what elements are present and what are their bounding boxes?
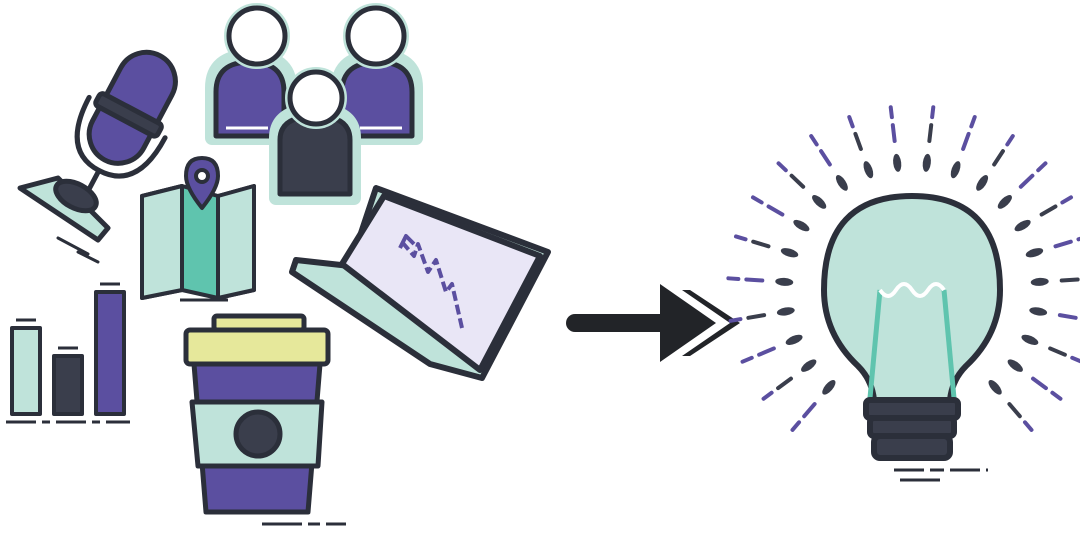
ray-outer [819, 149, 832, 167]
people-group-icon [205, 3, 423, 205]
light-bulb-icon [726, 105, 1080, 482]
ray-tip [930, 105, 936, 120]
ray-inner [780, 248, 799, 258]
bar-chart-icon [6, 282, 130, 424]
ray-inner [793, 219, 810, 232]
ray-inner [1007, 359, 1023, 372]
ray-tip [969, 115, 977, 129]
ray-inner [997, 195, 1012, 209]
ray-inner [1025, 248, 1044, 258]
ray-tip [809, 134, 819, 147]
map-pin-icon [140, 156, 256, 302]
ray-outer [992, 149, 1005, 167]
ray-outer [1007, 402, 1022, 419]
ray-outer [1053, 239, 1073, 249]
light-rays [726, 105, 1080, 432]
ray-inner [1021, 334, 1039, 345]
ray-outer [751, 239, 771, 249]
ray-outer [1059, 277, 1080, 283]
ray-inner [893, 153, 902, 172]
ray-outer [1048, 346, 1067, 357]
ray-outer [927, 123, 934, 144]
ray-tip [740, 355, 754, 364]
ray-outer [757, 346, 776, 357]
ray-tip [750, 195, 764, 205]
arrow-right-icon [566, 284, 740, 362]
ray-inner [835, 175, 848, 191]
ray-outer [1031, 376, 1048, 391]
ray-tip [847, 115, 855, 129]
ray-inner [976, 175, 989, 191]
ray-inner [863, 161, 874, 179]
ray-outer [789, 173, 806, 189]
ray-inner [922, 153, 931, 172]
ray-outer [1018, 173, 1035, 189]
ray-inner [1030, 277, 1049, 286]
ray-inner [1029, 307, 1048, 316]
ray-inner [988, 380, 1002, 395]
ray-tip [776, 161, 788, 173]
ray-inner [776, 307, 795, 316]
ray-tip [728, 317, 743, 323]
ray-tip [1005, 134, 1015, 147]
ray-outer [890, 123, 897, 144]
ray-outer [1057, 313, 1078, 320]
ray-outer [853, 131, 863, 151]
ray-outer [776, 376, 793, 391]
ray-tip [1023, 420, 1034, 432]
ray-tip [726, 276, 741, 281]
ray-outer [746, 313, 767, 320]
ray-outer [766, 204, 785, 217]
ray-outer [802, 402, 817, 419]
microphone-icon [17, 49, 178, 264]
ray-inner [775, 277, 794, 286]
laptop-chart-icon [289, 185, 551, 381]
ray-inner [801, 359, 817, 372]
ray-tip [1060, 195, 1074, 205]
ray-inner [822, 380, 836, 395]
ray-outer [744, 277, 765, 283]
ray-tip [790, 420, 801, 432]
ray-outer [961, 131, 971, 151]
coffee-cup-icon [183, 313, 346, 526]
ray-inner [950, 161, 961, 179]
ray-inner [785, 334, 803, 345]
ray-tip [733, 234, 748, 242]
ray-inner [1014, 219, 1031, 232]
ray-tip [888, 105, 894, 120]
ray-tip [761, 390, 774, 401]
ray-tip [1050, 390, 1063, 401]
ray-inner [812, 195, 827, 209]
ray-outer [1039, 204, 1058, 217]
ray-tip [1070, 355, 1080, 364]
ray-tip [1036, 161, 1048, 173]
